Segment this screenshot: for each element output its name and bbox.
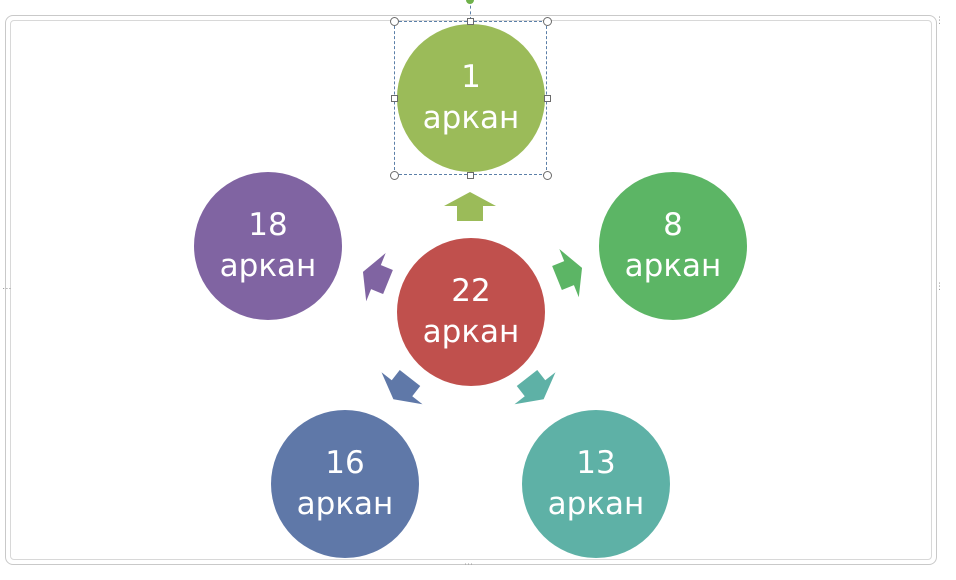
- node-right-8[interactable]: 8 аркан: [599, 172, 747, 320]
- selection-handle-bottom[interactable]: [467, 172, 474, 179]
- selection-handle-bottom-right[interactable]: [543, 171, 552, 180]
- node-center-22[interactable]: 22 аркан: [397, 238, 545, 386]
- arrow-to-left[interactable]: [353, 248, 398, 306]
- node-number: 22: [451, 273, 491, 309]
- node-left-18[interactable]: 18 аркан: [194, 172, 342, 320]
- node-label: аркан: [422, 100, 520, 136]
- rotation-handle[interactable]: [466, 0, 474, 4]
- node-number: 13: [576, 445, 616, 481]
- node-label: аркан: [624, 248, 722, 284]
- frame-resize-handle-bottom[interactable]: ⋯: [464, 559, 473, 569]
- node-number: 16: [325, 445, 365, 481]
- frame-resize-handle-right[interactable]: ⋮: [935, 281, 944, 291]
- rotation-handle-stem: [470, 0, 471, 20]
- node-number: 1: [461, 59, 481, 95]
- selection-box: [394, 21, 547, 175]
- arrow-to-top[interactable]: [444, 192, 496, 221]
- arrow-to-bottom-right[interactable]: [507, 362, 565, 415]
- arrow-to-right[interactable]: [547, 244, 592, 302]
- node-label: аркан: [296, 486, 394, 522]
- node-bottom-left-16[interactable]: 16 аркан: [271, 410, 419, 558]
- selection-handle-bottom-left[interactable]: [390, 171, 399, 180]
- node-bottom-right-13[interactable]: 13 аркан: [522, 410, 670, 558]
- selection-handle-right[interactable]: [544, 95, 551, 102]
- node-label: аркан: [547, 486, 645, 522]
- node-number: 8: [663, 207, 683, 243]
- frame-resize-handle-top-right[interactable]: ⋮: [935, 15, 944, 25]
- arrow-to-bottom-left[interactable]: [373, 362, 431, 415]
- selection-handle-top-left[interactable]: [390, 17, 399, 26]
- node-label: аркан: [219, 248, 317, 284]
- selection-handle-top-right[interactable]: [543, 17, 552, 26]
- selection-handle-top[interactable]: [467, 18, 474, 25]
- node-number: 18: [248, 207, 288, 243]
- frame-resize-handle-left[interactable]: ⋮: [2, 284, 12, 293]
- node-label: аркан: [422, 314, 520, 350]
- node-top-1[interactable]: 1 аркан: [397, 24, 545, 172]
- selection-handle-left[interactable]: [391, 95, 398, 102]
